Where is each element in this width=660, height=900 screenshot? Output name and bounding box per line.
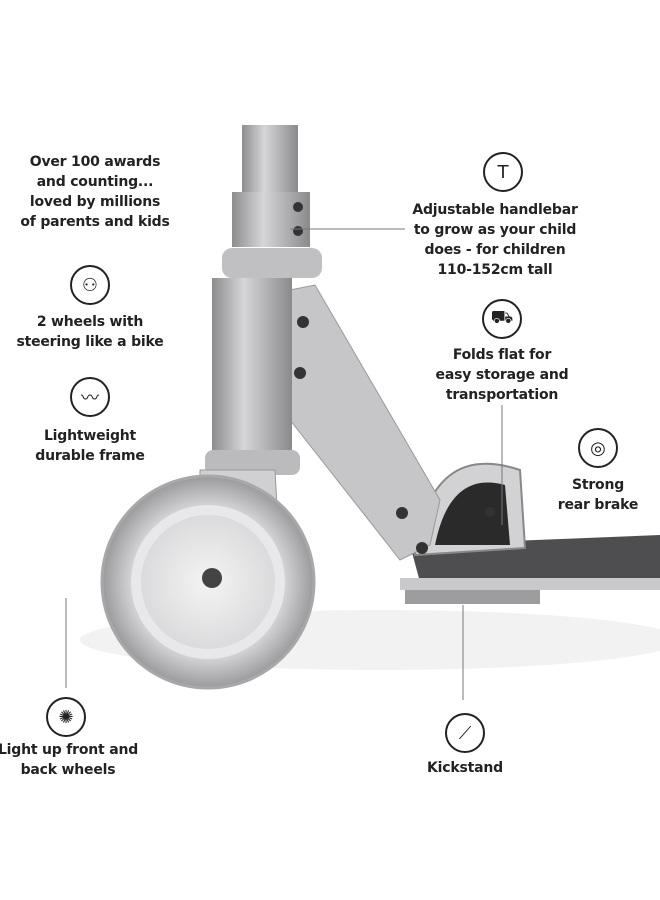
text-line: to grow as your child [413, 222, 577, 238]
feature-handlebar: Adjustable handlebar to grow as your chi… [405, 200, 585, 280]
feather-icon: 〰 [70, 377, 110, 417]
text-line: easy storage and [435, 367, 569, 383]
text-line: 110-152cm tall [437, 262, 553, 278]
text-line: Strong [571, 477, 625, 493]
text-line: Adjustable handlebar [412, 202, 578, 218]
steering-icon: ⚇ [70, 265, 110, 305]
feature-wheels: Light up front and back wheels [0, 740, 153, 780]
brake-icon: ◎ [578, 428, 618, 468]
feature-awards: Over 100 awards and counting... loved by… [10, 152, 180, 232]
feature-steering: 2 wheels with steering like a bike [5, 312, 175, 352]
feature-frame: Lightweight durable frame [5, 426, 175, 466]
text-line: back wheels [20, 762, 116, 778]
text-line: Over 100 awards [29, 154, 161, 170]
text-line: Folds flat for [452, 347, 552, 363]
text-line: Lightweight [43, 428, 137, 444]
feature-brake: Strong rear brake [548, 475, 648, 515]
text-line: and counting... [36, 174, 154, 190]
text-line: Light up front and [0, 742, 139, 758]
text-line: transportation [445, 387, 559, 403]
text-line: loved by millions [29, 194, 161, 210]
text-line: steering like a bike [16, 334, 164, 350]
light-wheel-icon: ✺ [46, 697, 86, 737]
feature-kickstand: Kickstand [405, 758, 525, 778]
kickstand-icon: ⟋ [445, 713, 485, 753]
text-line: 2 wheels with [36, 314, 144, 330]
text-line: of parents and kids [20, 214, 170, 230]
fold-icon: ⛟ [482, 299, 522, 339]
feature-folds: Folds flat for easy storage and transpor… [412, 345, 592, 405]
handlebar-icon: T [483, 152, 523, 192]
text-line: Kickstand [427, 760, 503, 776]
text-line: rear brake [557, 497, 639, 513]
text-line: durable frame [35, 448, 145, 464]
text-line: does - for children [424, 242, 566, 258]
